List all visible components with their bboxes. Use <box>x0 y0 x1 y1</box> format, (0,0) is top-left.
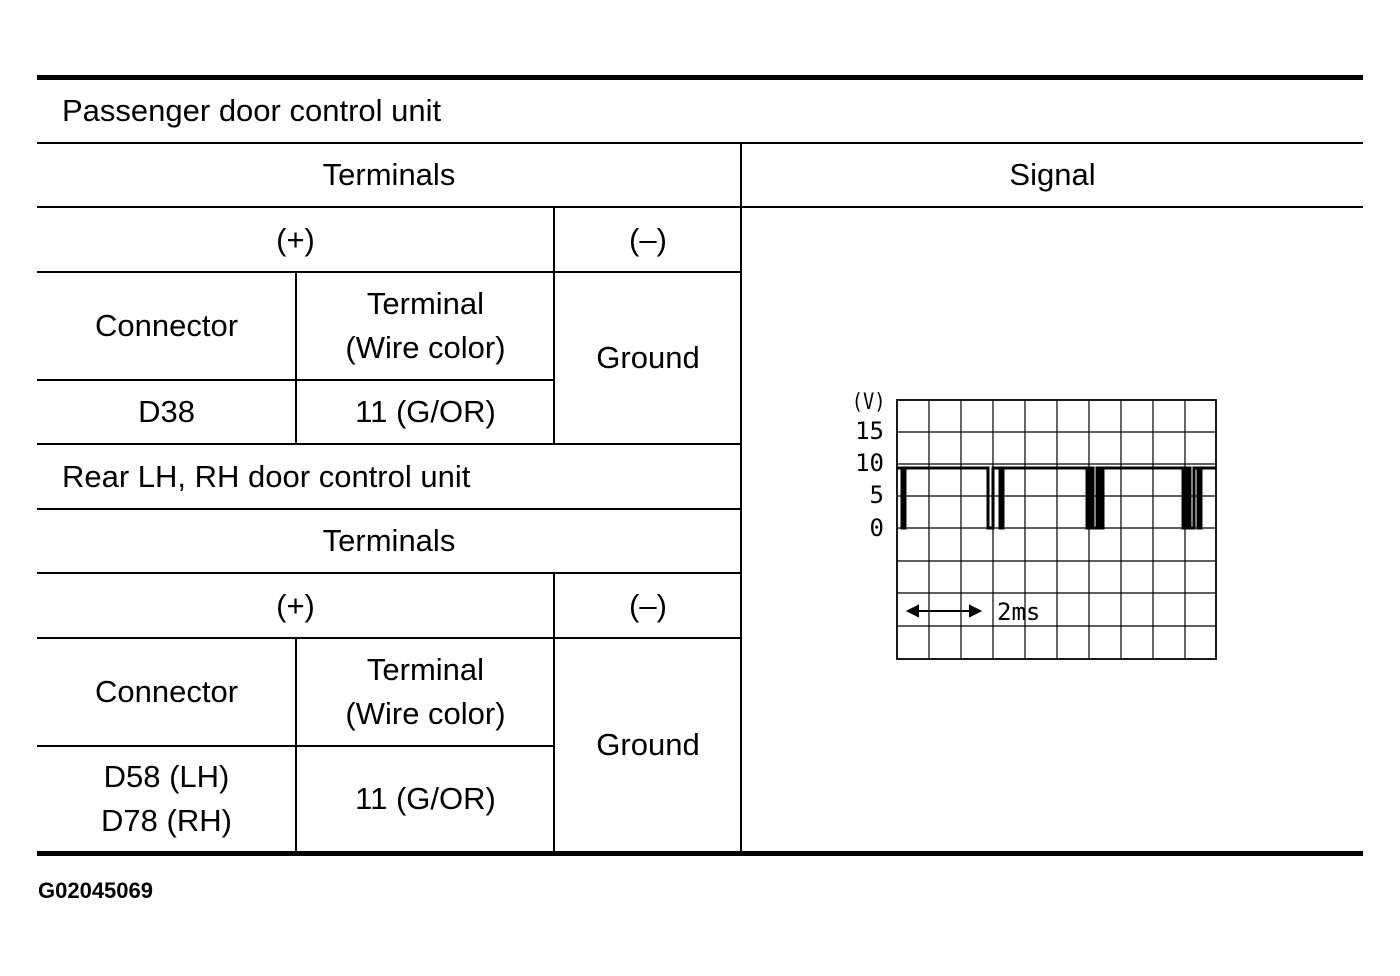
signal-waveform <box>897 466 1216 530</box>
terminal-header-line: (Wire color) <box>345 330 506 365</box>
row-divider <box>37 443 741 445</box>
scope-grid <box>896 399 1217 660</box>
column-divider <box>553 207 555 444</box>
time-scale-label: 2ms <box>997 598 1040 626</box>
column-divider <box>295 272 297 444</box>
terminal-value: 11 (G/OR) <box>355 781 496 816</box>
scope-y-tick: 10 <box>855 449 884 477</box>
terminal-value: 11 (G/OR) <box>355 394 496 429</box>
terminal-header: Terminal (Wire color) <box>297 639 554 745</box>
column-divider <box>553 573 555 852</box>
terminals-header: Terminals <box>322 523 456 558</box>
oscilloscope-signal: (V) 15 10 5 0 2ms <box>852 389 1217 660</box>
row-divider <box>37 572 741 574</box>
time-scale-arrow <box>905 604 983 618</box>
ground-cell: Ground <box>596 340 700 375</box>
connector-value: D58 (LH) D78 (RH) <box>37 747 296 851</box>
terminal-header-line: Terminal <box>366 286 485 321</box>
minus-header: (–) <box>629 587 667 623</box>
connector-header: Connector <box>94 674 239 709</box>
connector-value: D38 <box>37 381 296 443</box>
row-divider <box>37 637 741 639</box>
figure-code: G02045069 <box>38 878 153 903</box>
plus-header: (+) <box>276 221 315 257</box>
scope-unit-label: (V) <box>852 389 886 415</box>
terminal-header-line: (Wire color) <box>345 696 506 731</box>
column-divider <box>295 638 297 852</box>
table-top-border <box>37 75 1363 80</box>
section-title: Passenger door control unit <box>62 93 442 128</box>
terminal-header-line: Terminal <box>366 652 485 687</box>
scope-y-tick: 0 <box>870 514 884 542</box>
column-divider <box>740 143 742 852</box>
row-divider <box>37 142 1363 144</box>
scope-y-tick: 5 <box>870 481 884 509</box>
connector-value-line: D38 <box>138 394 195 429</box>
row-divider <box>37 271 741 273</box>
row-divider <box>37 206 1363 208</box>
minus-header: (–) <box>629 221 667 257</box>
section-title: Rear LH, RH door control unit <box>62 458 471 494</box>
connector-header: Connector <box>94 308 239 343</box>
ground-cell: Ground <box>596 727 700 762</box>
connector-value-line: D78 (RH) <box>101 803 232 838</box>
row-divider <box>37 508 741 510</box>
terminals-header: Terminals <box>322 157 456 192</box>
signal-header: Signal <box>1009 157 1096 192</box>
connector-value-line: D58 (LH) <box>103 759 230 794</box>
table-bottom-border <box>37 851 1363 856</box>
terminal-header: Terminal (Wire color) <box>297 273 554 379</box>
scope-y-tick: 15 <box>855 417 884 445</box>
plus-header: (+) <box>276 587 315 623</box>
